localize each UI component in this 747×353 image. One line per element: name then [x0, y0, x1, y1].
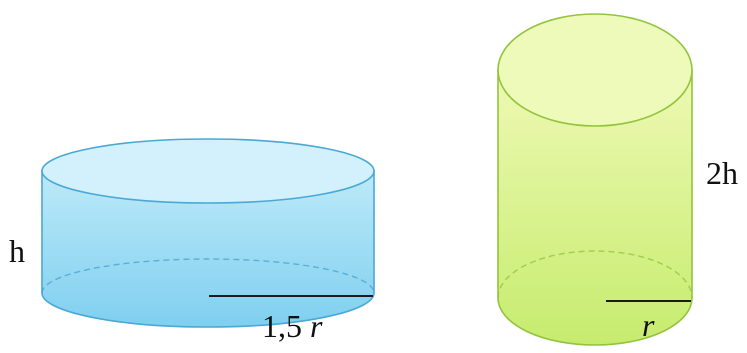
wide-cylinder-height-label: h — [9, 233, 25, 269]
wide-cylinder-base-back-arc — [41, 258, 375, 294]
tall-cylinder — [497, 13, 693, 346]
wide-cylinder-radius-coefficient: 1,5 — [262, 308, 302, 344]
wide-cylinder-radius-variable: r — [310, 308, 323, 344]
tall-cylinder-height-label: 2h — [706, 155, 738, 191]
tall-cylinder-top — [497, 13, 693, 127]
tall-cylinder-radius-label: r — [642, 307, 655, 343]
wide-cylinder-body — [41, 170, 375, 328]
wide-cylinder — [41, 138, 375, 328]
tall-cylinder-base-back-arc — [497, 250, 693, 299]
tall-cylinder-body — [497, 69, 693, 346]
wide-cylinder-top — [41, 138, 375, 204]
